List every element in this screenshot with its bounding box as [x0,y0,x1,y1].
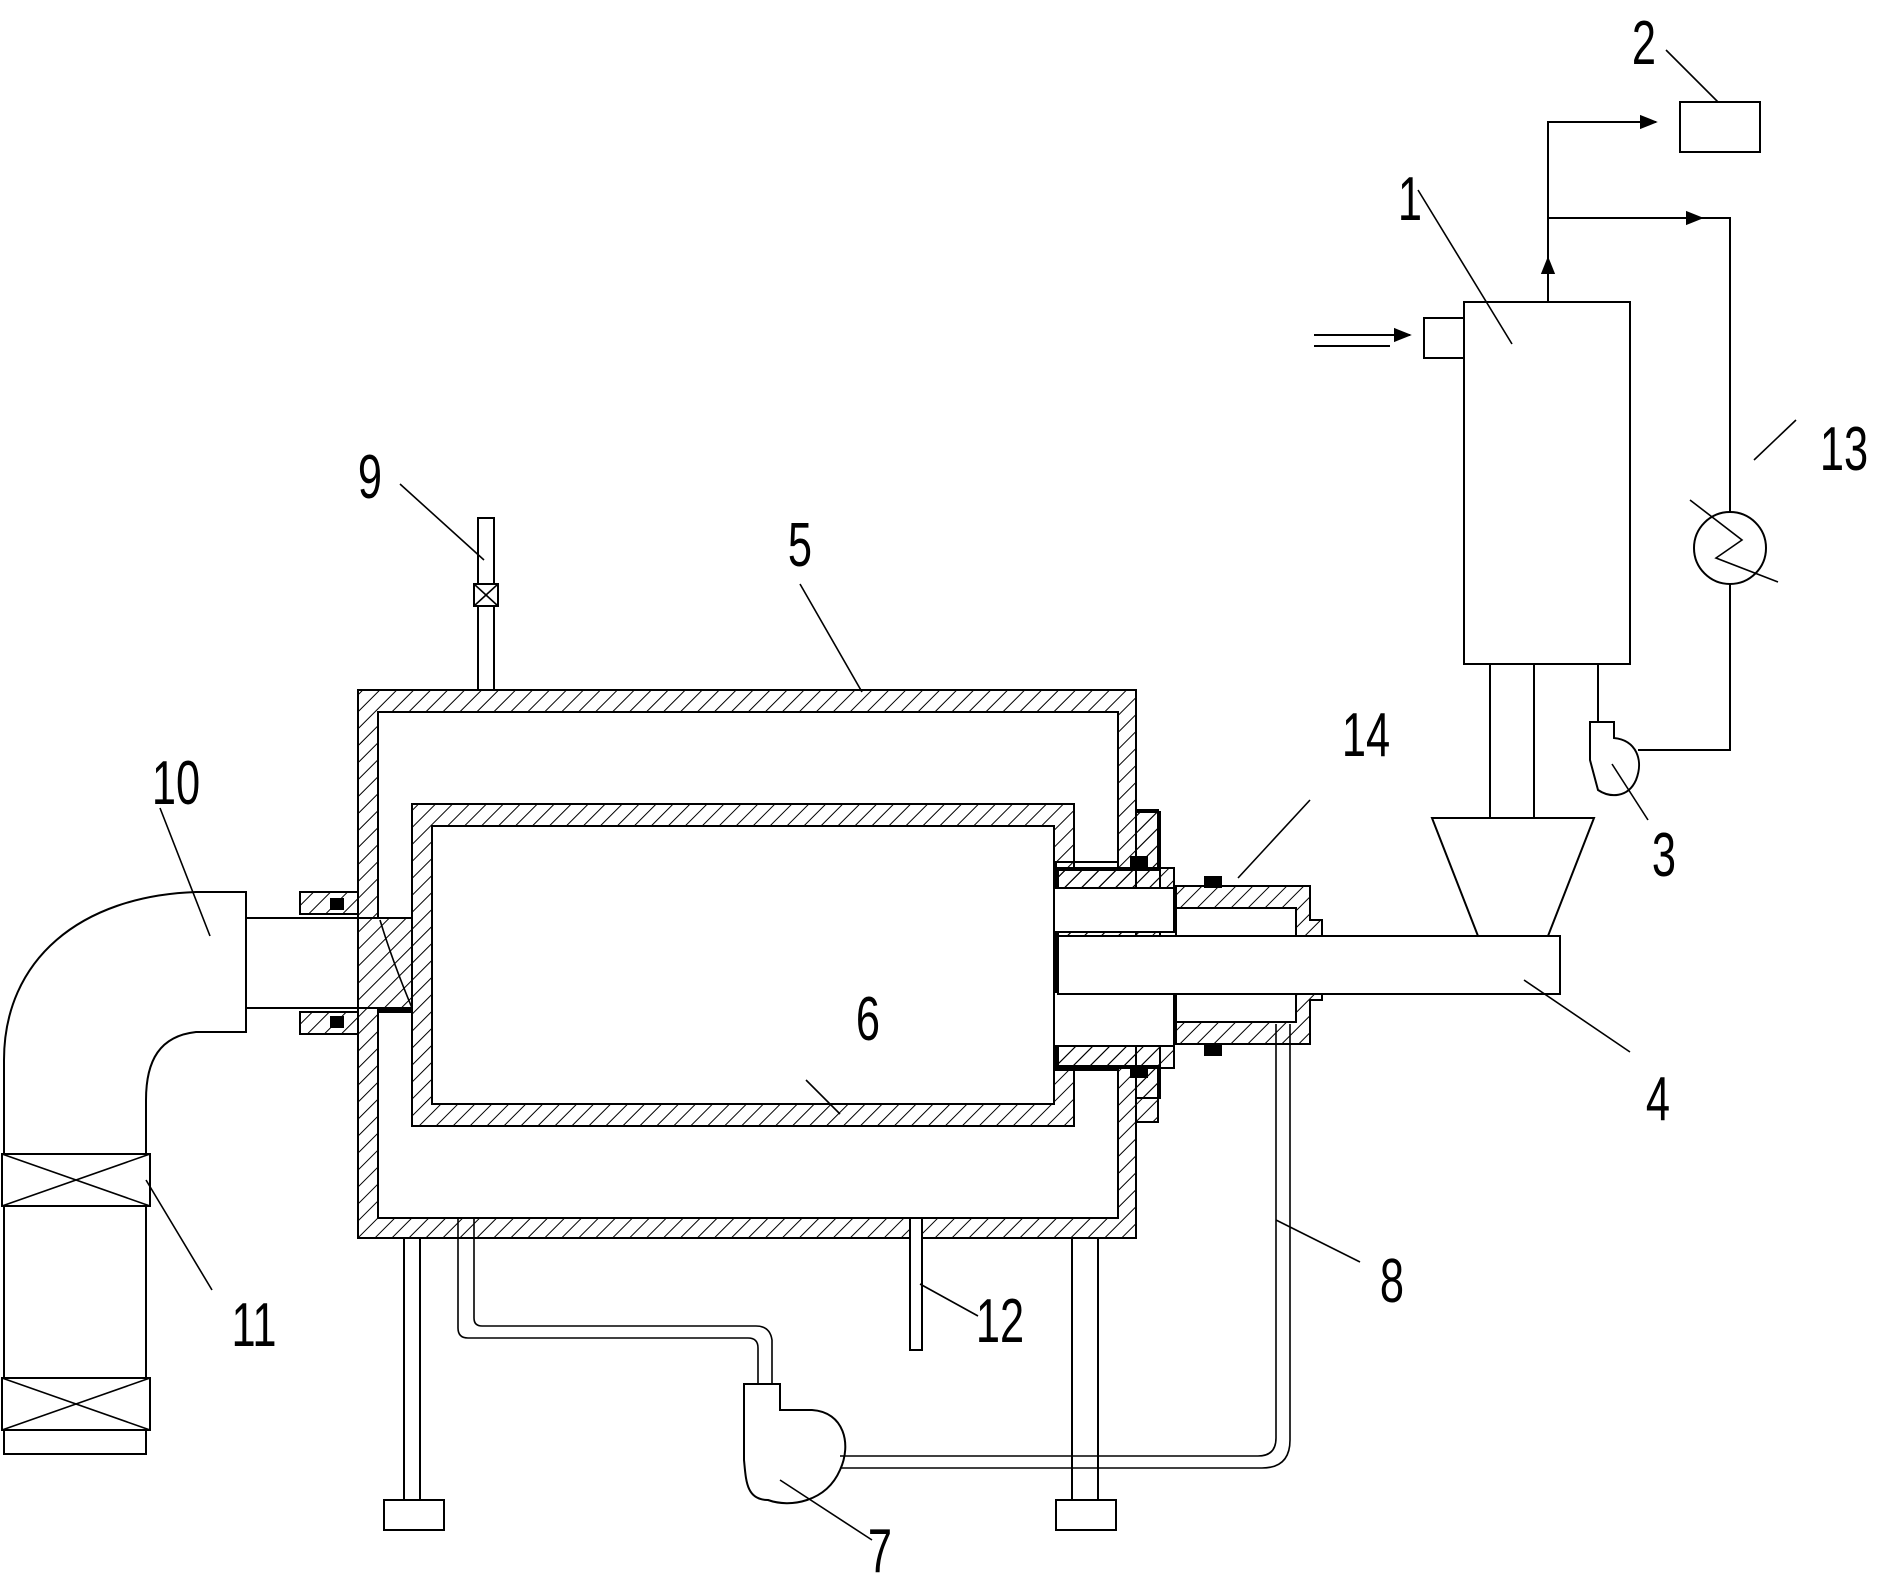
leader-10 [159,807,211,937]
seal-left-bottom [330,1016,344,1028]
leader-6 [805,1079,841,1115]
cyclone-separator [1463,301,1631,665]
bearing-cross-b [1,1153,151,1207]
leader-13 [1753,419,1797,461]
label-1: 1 [1398,166,1422,234]
label-6: 6 [856,986,880,1054]
drum-neck-top [1053,887,1175,933]
label-7: 7 [868,1518,892,1576]
feed-hopper [1430,817,1596,937]
label-5: 5 [788,512,812,580]
leader-4 [1523,979,1631,1053]
leader-12 [919,1283,979,1317]
label-8: 8 [1380,1248,1404,1316]
leader-1 [1417,189,1513,345]
seal-sleeve-bottom [1204,1044,1222,1056]
leader-11 [145,1179,213,1291]
return-pipe-outer [840,1024,1291,1469]
leader-14 [1237,799,1311,879]
leader-3 [1611,763,1649,821]
suction-pipe [457,1218,759,1384]
leader-7 [779,1479,873,1541]
foot-right [1055,1499,1117,1531]
label-4: 4 [1646,1066,1670,1134]
circulation-blower [743,1383,847,1505]
valve-cross-b [473,583,499,607]
label-13: 13 [1820,416,1868,484]
outlet-break-line [379,919,413,1009]
foot-left [383,1499,445,1531]
cyclone-inlet [1423,317,1465,359]
seal-jacket-bottom [1130,1066,1148,1078]
seal-sleeve-top [1204,876,1222,888]
collector [1679,101,1761,153]
heat-exchanger-coil [1689,499,1779,583]
recycle-line [1638,217,1731,751]
leader-8 [1275,1219,1361,1263]
drain-pipe [909,1217,923,1351]
label-10: 10 [152,750,200,818]
left-flange-bottom [299,1011,359,1035]
label-9: 9 [358,444,382,512]
feed-screw [1057,935,1561,995]
drum-interior [431,825,1055,1105]
leader-5 [799,583,863,693]
leader-9 [399,483,485,561]
bearing-cross-d [1,1377,151,1431]
drum-neck-hatch-top [1053,867,1175,889]
drum-neck-bottom [1053,991,1175,1047]
label-2: 2 [1632,10,1656,78]
seal-left-top [330,898,344,910]
label-11: 11 [231,1292,276,1360]
suction-pipe-inner [473,1218,773,1384]
return-pipe [840,1024,1277,1457]
label-14: 14 [1342,702,1390,770]
label-3: 3 [1652,822,1676,890]
outlet-arrow-to-collector [1547,114,1658,258]
label-12: 12 [976,1288,1024,1356]
fan [1589,721,1640,797]
left-flange-top [299,891,359,915]
leader-2 [1665,49,1719,103]
seal-jacket-top [1130,856,1148,868]
drum-neck-hatch-bottom [1053,1045,1175,1069]
